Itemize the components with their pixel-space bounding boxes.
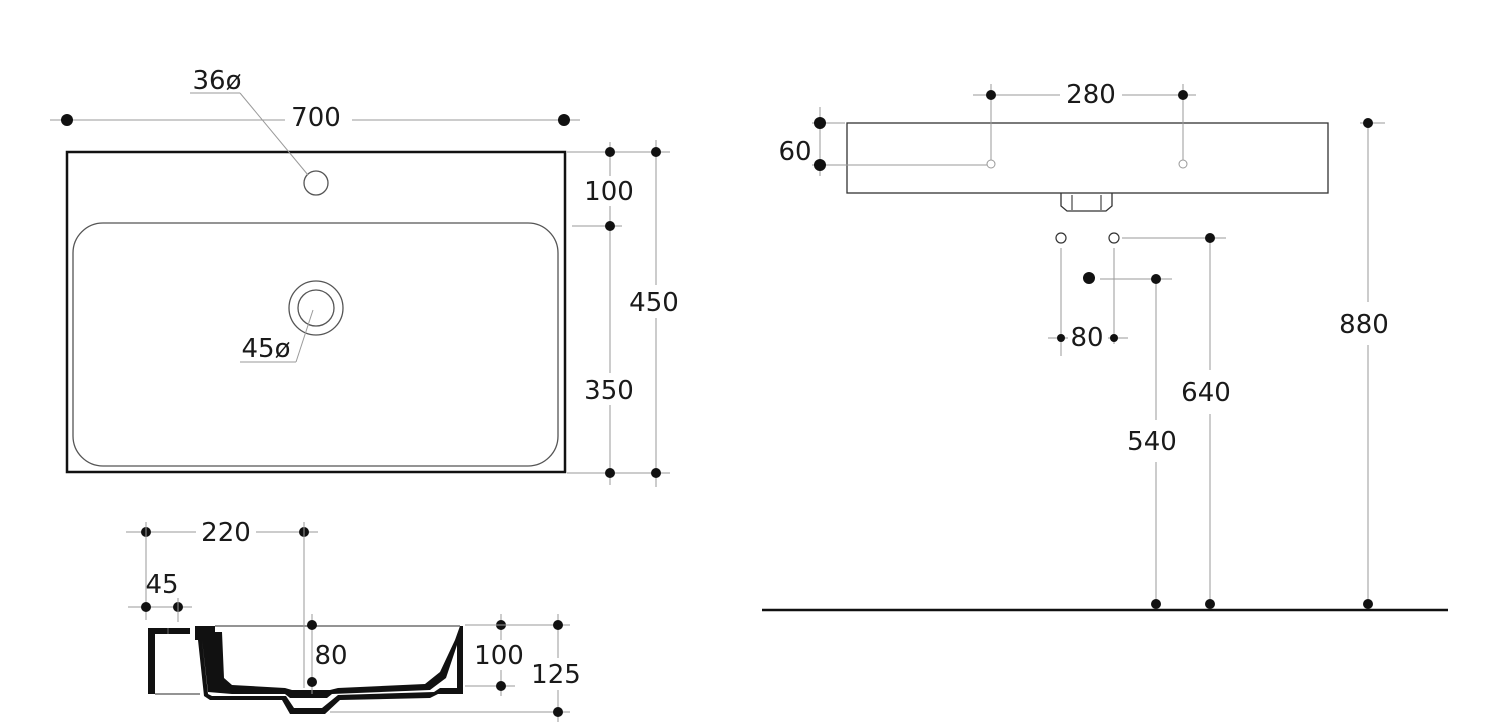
supply-height-label: 640: [1181, 378, 1231, 408]
bowl-depth-label: 350: [584, 376, 634, 406]
waste-point: [1083, 272, 1095, 284]
width-dimension: 700: [50, 103, 580, 133]
tap-hole-leader: 36ø: [190, 66, 309, 176]
drain-fitting: [1060, 193, 1113, 212]
supply-spacing-label: 80: [1070, 323, 1103, 353]
depth-dimensions: 100 350 450: [567, 140, 679, 487]
overall-depth-label: 450: [629, 288, 679, 318]
section-left-wall: [148, 628, 190, 694]
supply-right: [1108, 232, 1120, 244]
tap-spacing-label: 280: [1066, 80, 1116, 110]
basin-outline: [65, 150, 567, 474]
mounting-height-label: 880: [1339, 310, 1389, 340]
total-height-label: 125: [531, 660, 581, 690]
front-view: 280 60 80 640 540: [762, 80, 1448, 612]
drain-label: 45ø: [242, 334, 291, 364]
bowl-height-label: 80: [314, 641, 347, 671]
drain-offset-label: 220: [201, 518, 251, 548]
drain-inner: [297, 289, 335, 327]
drain-leader: 45ø: [240, 309, 314, 364]
ledge-depth-label: 100: [584, 177, 634, 207]
width-label: 700: [291, 103, 341, 133]
tap-hole: [303, 170, 329, 196]
waste-height-label: 540: [1127, 427, 1177, 457]
tap-hole-label: 36ø: [193, 66, 242, 96]
supply-left: [1055, 232, 1067, 244]
inner-height-label: 100: [474, 641, 524, 671]
drain-outer: [288, 280, 344, 336]
rim-width-label: 45: [145, 570, 178, 600]
tap-hole-right: [1178, 159, 1188, 169]
bowl-outline: [72, 222, 559, 467]
section-view: 220 45 80 100 125: [126, 518, 581, 722]
tap-hole-left: [986, 159, 996, 169]
top-view: 700 36ø 45ø 100: [50, 66, 679, 487]
basin-front: [846, 122, 1329, 194]
rim-thickness-label: 60: [778, 137, 811, 167]
